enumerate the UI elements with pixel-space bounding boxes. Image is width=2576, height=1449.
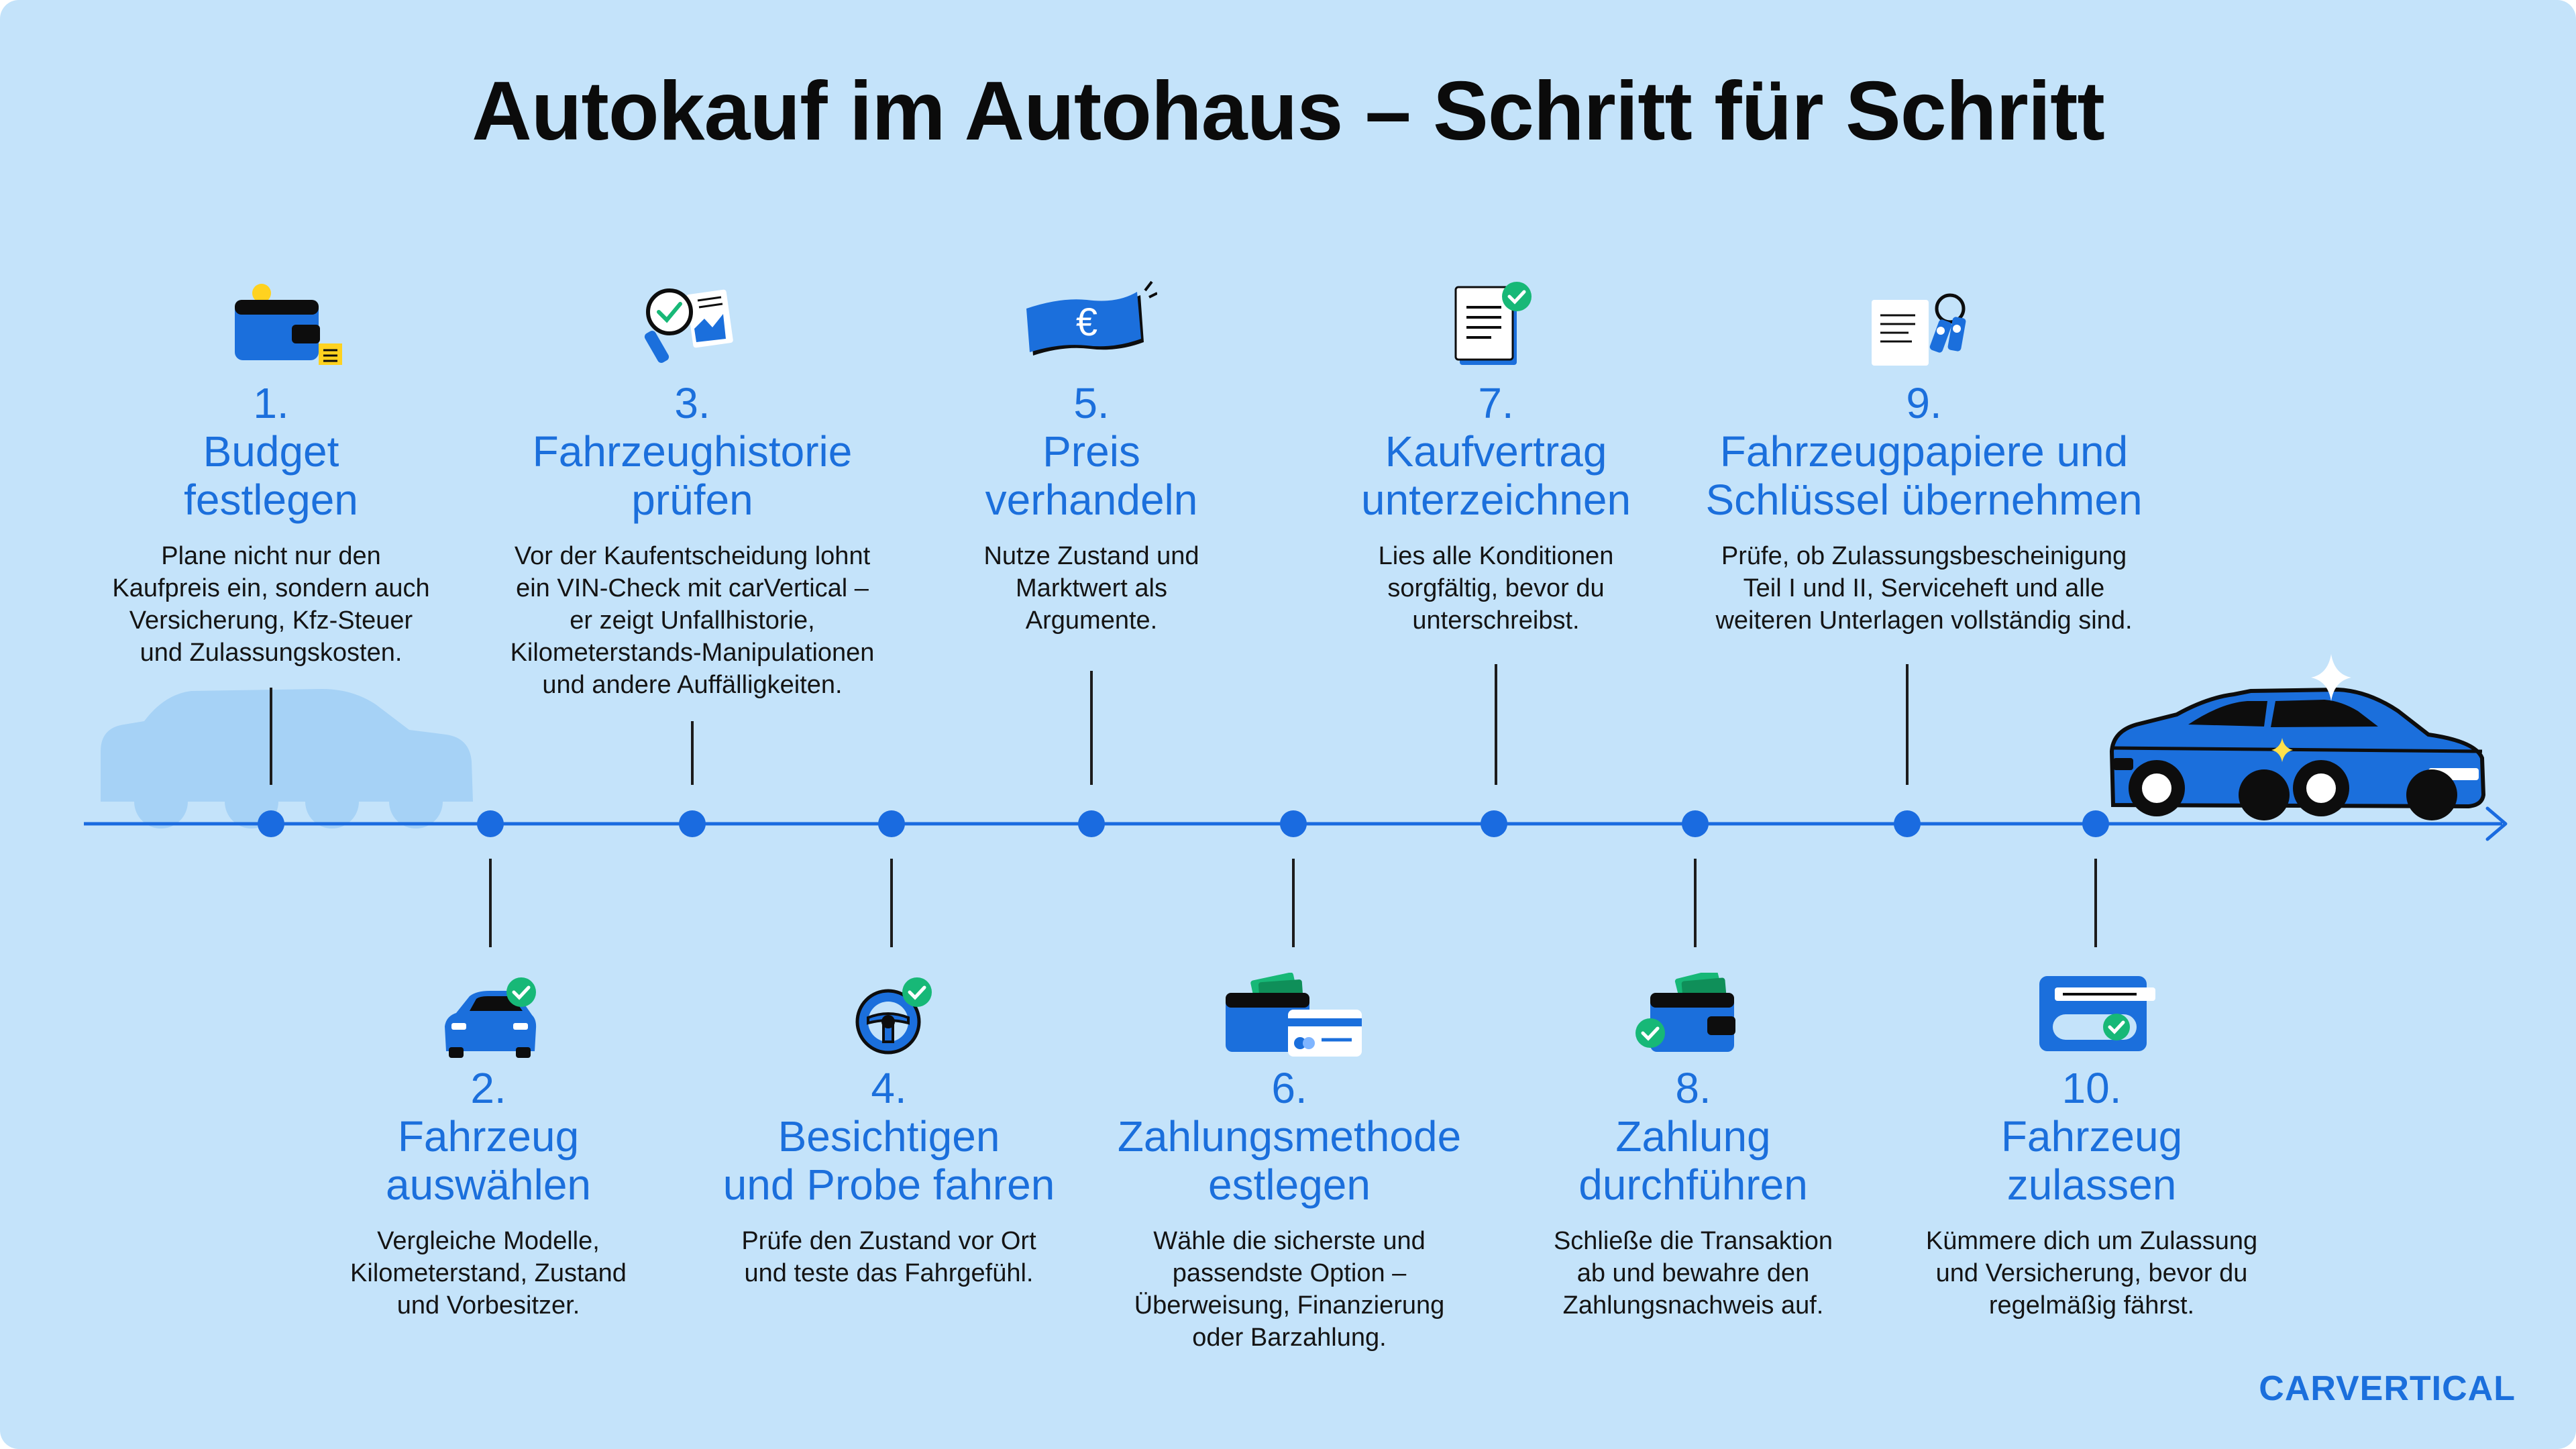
steering-wheel-icon	[853, 976, 937, 1060]
step-4: 4. Besichtigen und Probe fahren Prüfe de…	[694, 1064, 1083, 1289]
step-description: Lies alle Konditionen sorgfältig, bevor …	[1378, 542, 1614, 635]
timeline-dot-step-1	[258, 810, 284, 837]
step-number: 8.	[1675, 1064, 1711, 1112]
timeline-dot-step-3	[679, 810, 706, 837]
step-8: 8. Zahlung durchführen Schließe die Tran…	[1505, 1064, 1881, 1322]
step-heading: Fahrzeughistorie prüfen	[532, 427, 853, 524]
wallet-card-icon	[1224, 973, 1365, 1060]
step-number: 7.	[1478, 379, 1514, 427]
step-heading: Zahlungsmethode estlegen	[1117, 1112, 1462, 1209]
step-description: Vor der Kaufentscheidung lohnt ein VIN-C…	[510, 542, 875, 699]
timeline-dot-step-7	[1481, 810, 1507, 837]
step-heading: Zahlung durchführen	[1578, 1112, 1808, 1209]
step-number: 1.	[253, 379, 289, 427]
timeline-dot-step-9	[1894, 810, 1921, 837]
step-number: 5.	[1073, 379, 1110, 427]
step-9: 9. Fahrzeugpapiere und Schlüssel überneh…	[1669, 379, 2179, 637]
step-number: 3.	[674, 379, 710, 427]
step-1: 1. Budget festlegen Plane nicht nur den …	[83, 379, 459, 669]
step-2: 2. Fahrzeug auswählen Vergleiche Modelle…	[307, 1064, 669, 1322]
euro-banknote-icon: €	[1023, 278, 1157, 362]
registration-card-icon	[2036, 973, 2157, 1057]
step-7: 7. Kaufvertrag unterzeichnen Lies alle K…	[1322, 379, 1670, 637]
step-heading: Fahrzeug auswählen	[386, 1112, 591, 1209]
sparkle-small-icon	[2271, 738, 2293, 762]
step-heading: Besichtigen und Probe fahren	[722, 1112, 1055, 1209]
step-6: 6. Zahlungsmethode estlegen Wähle die si…	[1088, 1064, 1491, 1354]
step-description: Prüfe, ob Zulassungsbescheinigung Teil I…	[1715, 542, 2133, 635]
step-description: Wähle die sicherste und passendste Optio…	[1134, 1227, 1445, 1352]
timeline-dot-step-10	[2082, 810, 2109, 837]
step-description: Nutze Zustand und Marktwert als Argument…	[983, 542, 1199, 635]
svg-text:€: €	[1076, 301, 1097, 344]
step-5: 5. Preis verhandeln Nutze Zustand und Ma…	[930, 379, 1252, 637]
timeline-dot-step-4	[878, 810, 905, 837]
step-heading: Fahrzeugpapiere und Schlüssel übernehmen	[1705, 427, 2143, 524]
sparkle-large-icon	[2311, 654, 2351, 701]
step-number: 2.	[470, 1064, 506, 1112]
timeline-dot-step-2	[477, 810, 504, 837]
timeline-dot-step-6	[1280, 810, 1307, 837]
step-heading: Fahrzeug zulassen	[2000, 1112, 2183, 1209]
page-title: Autokauf im Autohaus – Schritt für Schri…	[472, 65, 2105, 158]
documents-keys-icon	[1868, 292, 1976, 369]
car-check-icon	[439, 976, 540, 1060]
step-description: Kümmere dich um Zulassung und Versicheru…	[1925, 1227, 2258, 1320]
step-heading: Preis verhandeln	[985, 427, 1198, 524]
step-number: 6.	[1271, 1064, 1307, 1112]
brand-logo: CARVERTICAL	[2259, 1369, 2516, 1408]
step-3: 3. Fahrzeughistorie prüfen Vor der Kaufe…	[478, 379, 907, 701]
magnifier-report-icon	[637, 282, 738, 369]
contract-icon	[1454, 280, 1538, 368]
wallet-paid-icon	[1630, 973, 1744, 1060]
step-number: 10.	[2061, 1064, 2122, 1112]
faded-car-icon	[101, 689, 473, 828]
blue-car-icon	[2109, 687, 2486, 820]
step-description: Plane nicht nur den Kaufpreis ein, sonde…	[112, 542, 430, 667]
step-number: 4.	[871, 1064, 907, 1112]
step-description: Prüfe den Zustand vor Ort und teste das …	[741, 1227, 1036, 1287]
step-description: Vergleiche Modelle, Kilometerstand, Zust…	[350, 1227, 627, 1320]
wallet-icon	[231, 283, 345, 367]
step-heading: Kaufvertrag unterzeichnen	[1360, 427, 1631, 524]
step-heading: Budget festlegen	[184, 427, 358, 524]
step-10: 10. Fahrzeug zulassen Kümmere dich um Zu…	[1897, 1064, 2286, 1322]
step-number: 9.	[1906, 379, 1942, 427]
timeline-arrowhead	[2485, 806, 2508, 841]
step-description: Schließe die Transaktion ab und bewahre …	[1553, 1227, 1833, 1320]
timeline-dot-step-8	[1682, 810, 1709, 837]
timeline-dot-step-5	[1078, 810, 1105, 837]
